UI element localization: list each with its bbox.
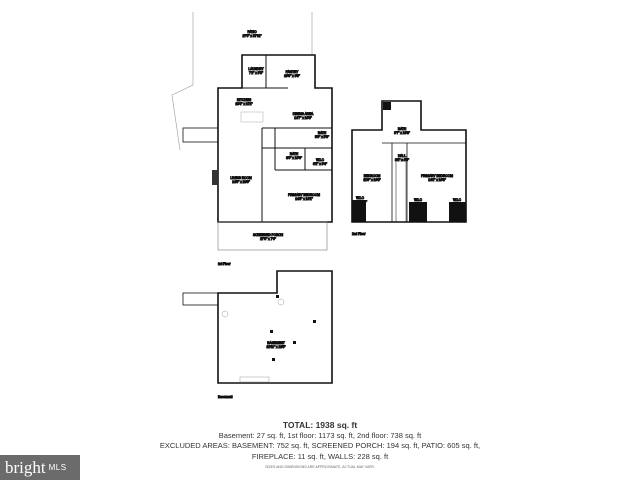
room-label: LIVING ROOM: [230, 176, 252, 180]
floor-label: 2nd Floor: [352, 232, 366, 236]
logo-suffix: MLS: [48, 463, 67, 472]
room-dims: 7'2" x 6'3": [249, 71, 263, 75]
kitchen-island: [240, 111, 264, 123]
room-dims: 4'1" x 2'1": [411, 202, 425, 206]
room-dims: 3'1" x 4'6": [395, 158, 409, 162]
logo-brand: bright: [5, 457, 46, 477]
closet: [409, 202, 427, 222]
room-dims: 5'0" x 5'6": [315, 135, 329, 139]
room-label: BATH: [290, 152, 299, 156]
floor-label: 1st Floor: [218, 262, 231, 266]
window: [239, 376, 270, 383]
excluded-areas: EXCLUDED AREAS: BASEMENT: 752 sq. ft, SC…: [159, 441, 481, 450]
room-dims: 10'0" x 6'5": [284, 74, 300, 78]
basement-walls: [217, 270, 333, 384]
room-dims: 11'0" x 19'8": [363, 178, 380, 182]
room-label: W.I.C: [316, 158, 324, 162]
exterior-stairs: [182, 127, 219, 143]
first-floor-plan: PATIO 27'0" x 37'11" LAUNDRY 7'2" x 6'3"…: [171, 12, 333, 267]
room-label: LAUNDRY: [248, 67, 264, 71]
patio-outline: [171, 12, 313, 151]
stairs: [395, 159, 407, 223]
room-dims: 13'4" x 11'1": [235, 102, 252, 106]
room-dims: 14'3" x 13'1": [295, 197, 312, 201]
water-heater: [221, 310, 229, 318]
excluded-areas-cont: FIREPLACE: 11 sq. ft, WALLS: 228 sq. ft: [251, 452, 389, 461]
room-label: W.I.C: [414, 198, 422, 202]
column: [276, 295, 279, 298]
room-label: PRIMARY BEDROOM: [288, 193, 320, 197]
room-label: HALL: [398, 154, 406, 158]
total-area: TOTAL: 1938 sq. ft: [282, 420, 358, 430]
room-label: KITCHEN: [237, 98, 252, 102]
fireplace: [212, 170, 218, 185]
room-dims: 3'9" x 2'1": [450, 202, 464, 206]
room-dims: 8'0" x 10'6": [286, 156, 302, 160]
closet: [383, 102, 391, 110]
column: [293, 341, 296, 344]
room-dims: 14'1" x 19'8": [428, 178, 445, 182]
room-dims: 26'11" x 28'5": [266, 345, 285, 349]
room-label: BEDROOM: [364, 174, 381, 178]
bright-mls-logo: bright MLS: [0, 455, 80, 480]
room-label: W.I.C: [453, 198, 461, 202]
room-dims: 27'6" x 7'0": [260, 237, 276, 241]
room-dims: 9'7" x 10'8": [394, 131, 410, 135]
room-dims: 6'1" x 6'4": [313, 162, 327, 166]
room-label: DINING AREA: [293, 112, 314, 116]
room-label: W.I.C: [356, 196, 364, 200]
room-label: BASEMENT: [267, 341, 285, 345]
room-label: BATH: [318, 131, 327, 135]
disclaimer: SIZES AND DIMENSIONS ARE APPROXIMATE, AC…: [265, 465, 375, 469]
column: [313, 320, 316, 323]
room-dims: 14'7" x 10'8": [294, 116, 311, 120]
room-label: PRIMARY BEDROOM: [421, 174, 453, 178]
room-label: PATIO: [247, 30, 257, 34]
second-floor-plan: BATH 9'7" x 10'8" HALL 3'1" x 4'6" BEDRO…: [351, 100, 467, 237]
room-dims: 14'9" x 23'0": [232, 180, 249, 184]
closet: [449, 202, 466, 222]
second-floor-walls: [351, 100, 467, 223]
room-dims: 4'9" x 4'6": [353, 200, 367, 204]
interior-walls: [242, 55, 332, 222]
room-label: SCREENED PORCH: [253, 233, 284, 237]
room-dims: 27'0" x 37'11": [242, 34, 261, 38]
interior-walls: [382, 142, 466, 222]
room-label: BATH: [398, 127, 407, 131]
drain: [277, 298, 285, 306]
closet: [352, 200, 366, 222]
column: [270, 330, 273, 333]
column: [272, 358, 275, 361]
basement-plan: BASEMENT 26'11" x 28'5" Basement: [182, 270, 333, 400]
screened-porch-outline: [217, 221, 328, 251]
basement-stairs: [182, 292, 219, 306]
room-label: PANTRY: [286, 70, 300, 74]
floor-areas: Basement: 27 sq. ft, 1st floor: 1173 sq.…: [218, 431, 422, 440]
floor-label: Basement: [218, 395, 232, 399]
